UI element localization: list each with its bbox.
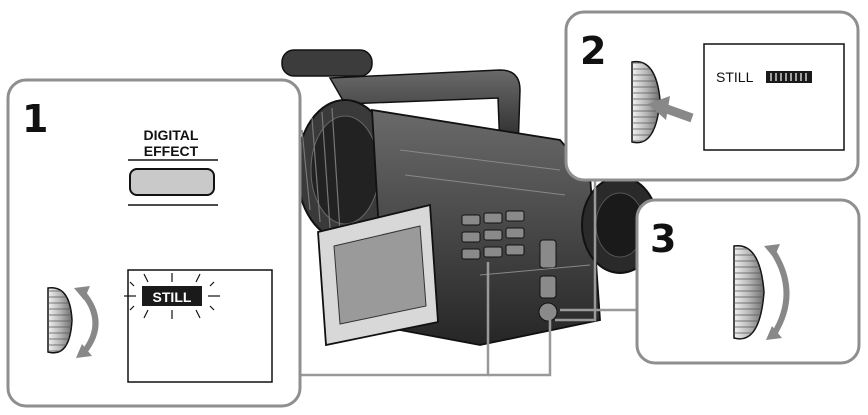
level-bar-icon	[766, 71, 812, 83]
digital-effect-label-line2: EFFECT	[144, 143, 199, 159]
step-number-2: 2	[580, 29, 606, 73]
digital-effect-label-line1: DIGITAL	[144, 127, 199, 143]
panel-step-1: 1 DIGITAL EFFECT STILL	[8, 80, 300, 406]
panel-2-screen	[704, 44, 844, 150]
step-number-1: 1	[22, 97, 48, 141]
panel-step-3: 3	[637, 200, 859, 363]
panel-1-screen-text: STILL	[153, 289, 192, 305]
panel-2-screen-text: STILL	[716, 69, 754, 85]
camera-microphone	[282, 50, 372, 76]
step-number-3: 3	[650, 217, 676, 261]
panel-step-2: 2 STILL	[566, 12, 858, 180]
digital-effect-button[interactable]	[130, 169, 214, 195]
